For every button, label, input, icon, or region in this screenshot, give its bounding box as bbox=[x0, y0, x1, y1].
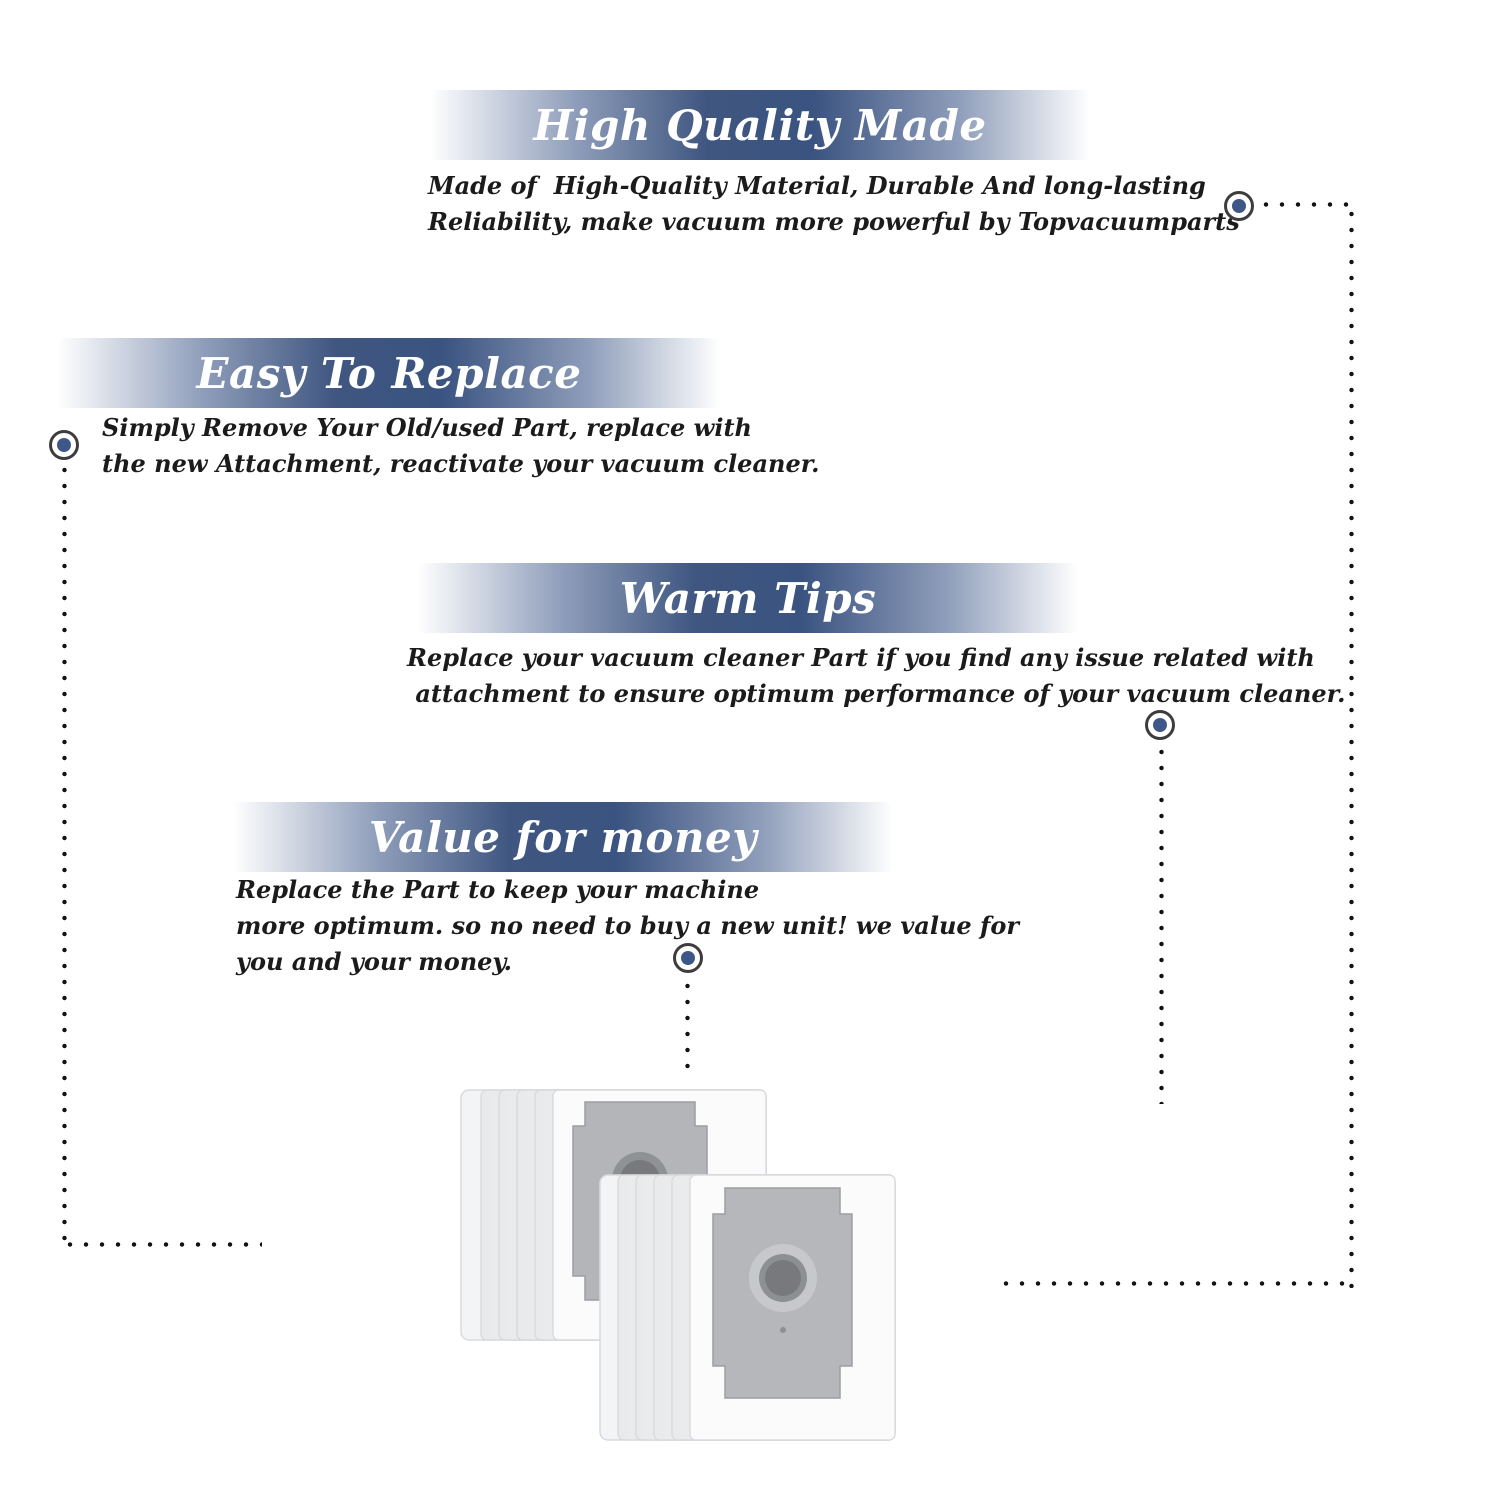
dotted-connector bbox=[685, 978, 690, 1070]
dotted-connector bbox=[62, 1242, 262, 1247]
description-line: Reliability, make vacuum more powerful b… bbox=[428, 207, 1240, 236]
connector-dot-icon bbox=[1145, 710, 1175, 740]
bag-stack-front bbox=[599, 1174, 896, 1441]
connector-dot-icon bbox=[673, 943, 703, 973]
feature-title: Easy To Replace bbox=[196, 348, 582, 398]
description-line: Simply Remove Your Old/used Part, replac… bbox=[102, 413, 752, 442]
dotted-connector bbox=[1349, 206, 1354, 1288]
feature-description-warm-tips: Replace your vacuum cleaner Part if you … bbox=[407, 640, 1345, 712]
dotted-connector bbox=[62, 462, 67, 1250]
dotted-connector bbox=[1258, 202, 1354, 207]
description-line: more optimum. so no need to buy a new un… bbox=[236, 911, 1019, 940]
feature-title: Value for money bbox=[368, 812, 758, 862]
feature-banner-easy-replace: Easy To Replace bbox=[58, 338, 720, 408]
description-line: the new Attachment, reactivate your vacu… bbox=[102, 449, 820, 478]
feature-description-high-quality: Made of High-Quality Material, Durable A… bbox=[428, 168, 1240, 240]
description-line: Replace the Part to keep your machine bbox=[236, 875, 760, 904]
description-line: Replace your vacuum cleaner Part if you … bbox=[407, 643, 1315, 672]
feature-banner-high-quality: High Quality Made bbox=[430, 90, 1090, 160]
description-line: Made of High-Quality Material, Durable A… bbox=[428, 171, 1206, 200]
feature-title: Warm Tips bbox=[619, 573, 877, 623]
feature-banner-warm-tips: Warm Tips bbox=[418, 563, 1078, 633]
connector-dot-icon bbox=[49, 430, 79, 460]
description-line: you and your money. bbox=[236, 947, 512, 976]
connector-dot-icon bbox=[1224, 191, 1254, 221]
feature-title: High Quality Made bbox=[533, 100, 987, 150]
feature-banner-value-money: Value for money bbox=[233, 802, 893, 872]
vacuum-dust-bags-image bbox=[460, 1089, 896, 1441]
description-line: attachment to ensure optimum performance… bbox=[407, 679, 1346, 708]
feature-description-value-money: Replace the Part to keep your machine mor… bbox=[236, 872, 1019, 980]
feature-description-easy-replace: Simply Remove Your Old/used Part, replac… bbox=[102, 410, 820, 482]
dotted-connector bbox=[998, 1281, 1354, 1286]
dotted-connector bbox=[1159, 744, 1164, 1104]
